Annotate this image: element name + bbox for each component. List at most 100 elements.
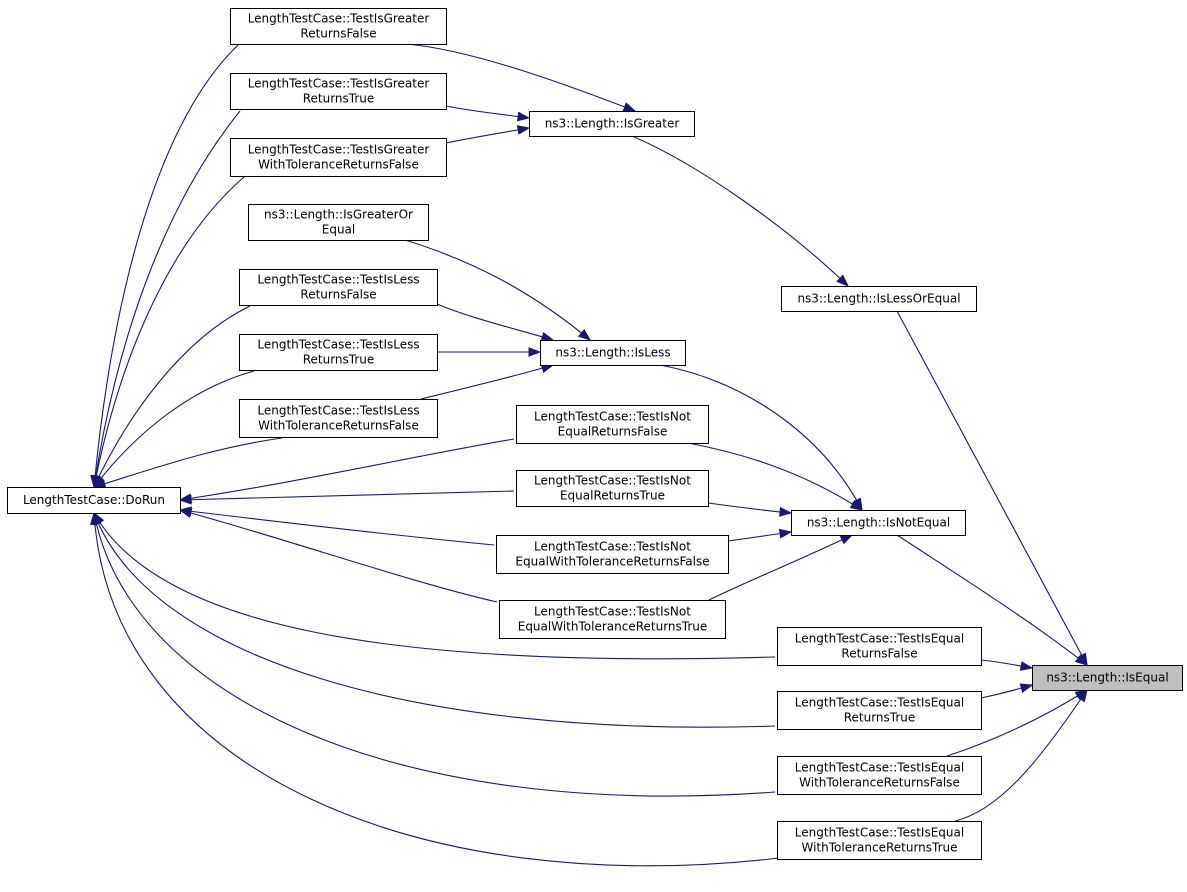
edge-g_tol-to-dorun	[93, 176, 245, 488]
node-box-ne_tolf[interactable]	[496, 535, 729, 574]
node-label-dorun-line-0: LengthTestCase::DoRun	[23, 493, 165, 507]
node-box-e_true[interactable]	[777, 691, 982, 730]
node-g_tol[interactable]: LengthTestCase::TestIsGreaterWithToleran…	[230, 138, 447, 177]
edge-ne_tolf-to-dorun	[179, 509, 495, 546]
arrowhead-isnotequal-to-ne_true	[779, 506, 793, 517]
node-label-ne_true-line-1: EqualReturnsTrue	[560, 489, 665, 503]
edge-isequal-to-e_tolf	[946, 689, 1088, 757]
node-box-dorun[interactable]	[7, 487, 181, 514]
node-label-g_tol-line-1: WithToleranceReturnsFalse	[258, 158, 419, 172]
edge-isgreater-to-g_tol	[445, 127, 530, 144]
edge-isnotequal-to-ne_tolt	[708, 534, 853, 601]
node-label-isnotequal-line-0: ns3::Length::IsNotEqual	[807, 516, 950, 530]
arrowhead-isgreater-to-g_false	[622, 102, 637, 112]
node-label-ne_true-line-0: LengthTestCase::TestIsNot	[534, 474, 691, 488]
node-box-g_true[interactable]	[230, 73, 447, 110]
node-label-ne_tolt-line-1: EqualWithToleranceReturnsTrue	[518, 620, 708, 634]
edge-isnotequal-to-isless	[659, 364, 863, 511]
edge-l_false-to-dorun	[93, 305, 251, 488]
node-box-e_tolf[interactable]	[777, 756, 982, 795]
edge-ne_true-to-dorun	[179, 490, 515, 501]
node-label-isgreater-line-0: ns3::Length::IsGreater	[545, 117, 680, 131]
node-box-islessoreq[interactable]	[781, 286, 977, 312]
node-label-e_tolf-line-0: LengthTestCase::TestIsEqual	[795, 761, 964, 775]
node-label-ne_tolt-line-0: LengthTestCase::TestIsNot	[534, 605, 691, 619]
arrowhead-ne_tolt-to-dorun	[178, 508, 193, 518]
node-box-ne_false[interactable]	[516, 405, 709, 444]
edges-layer	[90, 43, 1089, 867]
node-box-isgreater[interactable]	[529, 111, 695, 137]
node-ne_false[interactable]: LengthTestCase::TestIsNotEqualReturnsFal…	[516, 405, 709, 444]
node-box-g_false[interactable]	[230, 8, 447, 45]
node-box-l_true[interactable]	[239, 334, 438, 371]
node-isless[interactable]: ns3::Length::IsLess	[540, 340, 686, 366]
node-l_tol[interactable]: LengthTestCase::TestIsLessWithToleranceR…	[239, 399, 438, 438]
edge-ne_tolt-to-dorun	[179, 509, 498, 603]
node-label-g_tol-line-0: LengthTestCase::TestIsGreater	[248, 143, 430, 157]
node-dorun[interactable]: LengthTestCase::DoRun	[7, 487, 181, 514]
node-isgreater[interactable]: ns3::Length::IsGreater	[529, 111, 695, 137]
edge-e_false-to-dorun	[93, 512, 776, 660]
edge-isequal-to-e_tolt	[954, 689, 1088, 822]
node-islessoreq[interactable]: ns3::Length::IsLessOrEqual	[781, 286, 977, 312]
node-box-g_tol[interactable]	[230, 138, 447, 177]
node-label-ne_tolf-line-0: LengthTestCase::TestIsNot	[534, 540, 691, 554]
node-g_false[interactable]: LengthTestCase::TestIsGreaterReturnsFals…	[230, 8, 447, 45]
arrowhead-islessoreq-to-isgreater	[836, 274, 850, 287]
node-box-e_false[interactable]	[777, 627, 982, 666]
edge-g_false-to-dorun	[93, 44, 239, 488]
node-box-ne_tolt[interactable]	[499, 600, 726, 639]
arrowhead-isequal-to-e_false	[1019, 661, 1034, 671]
edge-islessoreq-to-isgreater	[631, 135, 849, 287]
node-label-l_tol-line-1: WithToleranceReturnsFalse	[258, 419, 419, 433]
arrowhead-isless-to-isgreateroreq	[577, 328, 592, 341]
edge-isgreater-to-g_true	[445, 105, 530, 119]
node-isequal[interactable]: ns3::Length::IsEqual	[1032, 665, 1183, 691]
node-label-l_true-line-1: ReturnsTrue	[303, 353, 375, 367]
node-label-ne_false-line-0: LengthTestCase::TestIsNot	[534, 410, 691, 424]
node-label-isequal-line-0: ns3::Length::IsEqual	[1046, 671, 1168, 685]
arrowhead-isgreater-to-g_true	[516, 111, 531, 122]
node-box-isequal[interactable]	[1032, 665, 1183, 691]
edge-isnotequal-to-ne_true	[707, 502, 792, 514]
node-label-e_false-line-0: LengthTestCase::TestIsEqual	[795, 632, 964, 646]
nodes-layer: LengthTestCase::DoRunLengthTestCase::Tes…	[7, 8, 1183, 860]
node-label-g_false-line-0: LengthTestCase::TestIsGreater	[248, 12, 430, 26]
edge-isequal-to-isnotequal	[896, 534, 1088, 666]
arrowhead-isequal-to-e_tolt	[1076, 688, 1088, 703]
node-isnotequal[interactable]: ns3::Length::IsNotEqual	[791, 510, 966, 536]
node-ne_tolt[interactable]: LengthTestCase::TestIsNotEqualWithTolera…	[499, 600, 726, 639]
edge-isequal-to-islessoreq	[896, 310, 1088, 666]
arrowhead-ne_true-to-dorun	[178, 494, 192, 505]
node-box-l_false[interactable]	[239, 269, 438, 306]
node-ne_tolf[interactable]: LengthTestCase::TestIsNotEqualWithTolera…	[496, 535, 729, 574]
node-box-isnotequal[interactable]	[791, 510, 966, 536]
node-box-isgreateroreq[interactable]	[248, 204, 429, 241]
node-box-isless[interactable]	[540, 340, 686, 366]
node-box-ne_true[interactable]	[516, 470, 709, 507]
node-label-e_tolt-line-0: LengthTestCase::TestIsEqual	[795, 826, 964, 840]
edge-ne_false-to-dorun	[179, 438, 515, 501]
node-box-e_tolt[interactable]	[777, 821, 982, 860]
arrowhead-isnotequal-to-ne_tolt	[839, 534, 854, 545]
arrowhead-isnotequal-to-ne_tolf	[778, 528, 793, 539]
arrowhead-isless-to-l_true	[528, 347, 542, 357]
arrowhead-isequal-to-isnotequal	[1074, 654, 1089, 666]
node-e_tolf[interactable]: LengthTestCase::TestIsEqualWithTolerance…	[777, 756, 982, 795]
node-label-ne_tolf-line-1: EqualWithToleranceReturnsFalse	[515, 555, 709, 569]
node-label-g_true-line-1: ReturnsTrue	[303, 92, 375, 106]
node-box-l_tol[interactable]	[239, 399, 438, 438]
node-ne_true[interactable]: LengthTestCase::TestIsNotEqualReturnsTru…	[516, 470, 709, 507]
node-e_tolt[interactable]: LengthTestCase::TestIsEqualWithTolerance…	[777, 821, 982, 860]
node-label-e_tolf-line-1: WithToleranceReturnsFalse	[799, 776, 960, 790]
node-label-l_false-line-1: ReturnsFalse	[300, 288, 376, 302]
arrowhead-isgreater-to-g_tol	[516, 125, 531, 135]
node-label-e_true-line-0: LengthTestCase::TestIsEqual	[795, 696, 964, 710]
node-label-l_false-line-0: LengthTestCase::TestIsLess	[257, 273, 419, 287]
